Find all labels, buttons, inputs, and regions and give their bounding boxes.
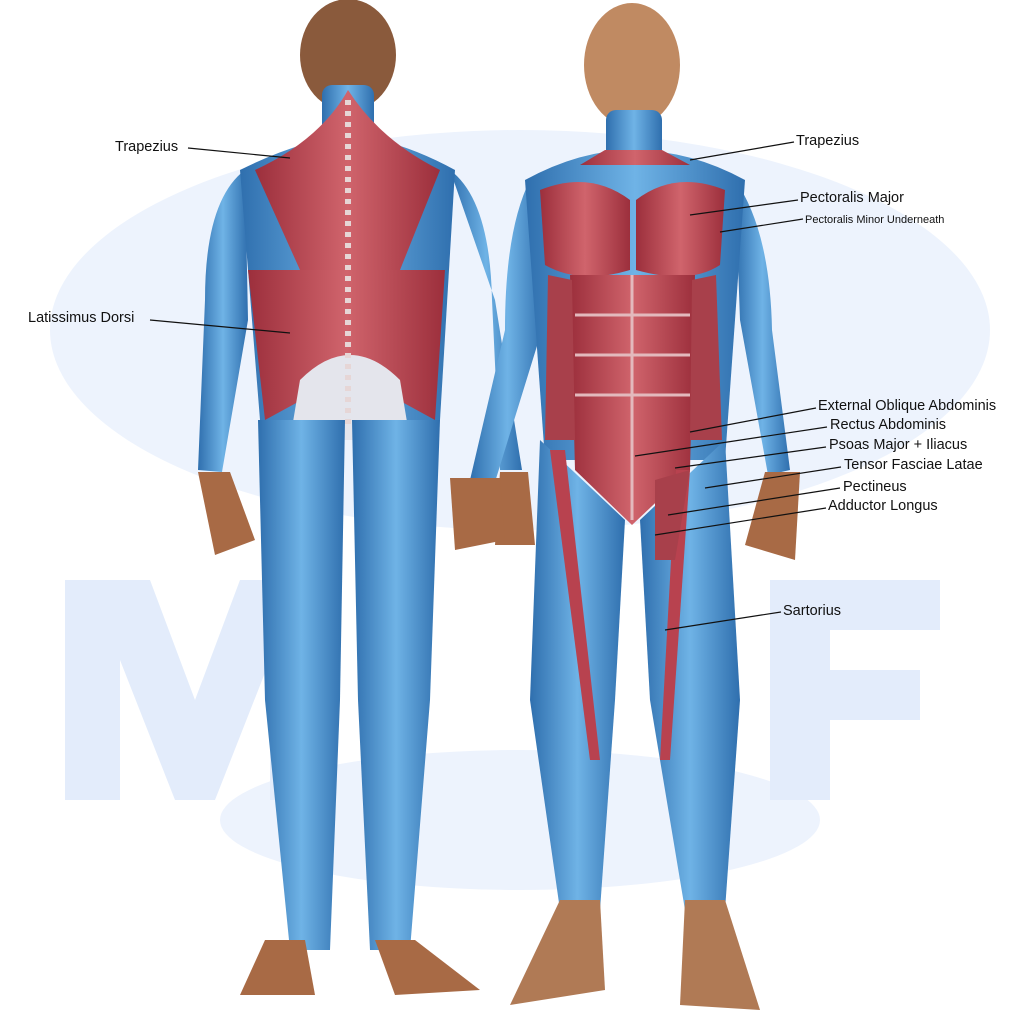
leader-lines — [149, 141, 842, 631]
external-oblique-muscle — [545, 275, 575, 440]
label-pectoralis-minor: Pectoralis Minor Underneath — [805, 214, 945, 226]
watermark-letter-m — [65, 580, 325, 800]
leader-line-pectineus — [667, 487, 841, 516]
leader-line-adductor — [654, 507, 827, 536]
adductor-muscle — [655, 470, 690, 560]
label-latissimus-dorsi: Latissimus Dorsi — [28, 310, 135, 326]
leader-line-latissimus — [149, 319, 291, 334]
back-view-figure — [198, 0, 535, 995]
label-pectoralis-major: Pectoralis Major — [800, 190, 904, 206]
head — [584, 3, 680, 127]
leader-line-ext-oblique — [689, 407, 817, 433]
front-trapezius-muscle — [580, 150, 690, 165]
label-psoas-iliacus: Psoas Major + Iliacus — [829, 437, 968, 453]
label-back-trapezius: Trapezius — [115, 139, 179, 155]
label-sartorius: Sartorius — [783, 603, 842, 619]
head — [300, 0, 396, 111]
label-rectus-abdominis: Rectus Abdominis — [830, 417, 947, 433]
leader-line-front-trapezius — [689, 141, 795, 161]
leader-line-pec-minor — [719, 218, 804, 233]
leader-line-rectus — [634, 426, 828, 457]
leader-line-tfl — [704, 466, 842, 489]
pectoralis-major-muscle — [540, 182, 630, 277]
leader-line-sartorius — [664, 611, 782, 631]
label-adductor-longus: Adductor Longus — [828, 498, 938, 514]
leader-line-back-trapezius — [187, 147, 291, 159]
leader-line-psoas — [674, 446, 827, 469]
label-pectineus: Pectineus — [843, 479, 907, 495]
watermark-letter-f — [770, 580, 940, 800]
label-front-trapezius: Trapezius — [796, 133, 860, 149]
front-view-figure — [450, 3, 800, 1010]
sartorius-muscle — [550, 450, 600, 760]
label-external-oblique: External Oblique Abdominis — [818, 398, 997, 414]
label-tensor-fasciae-latae: Tensor Fasciae Latae — [844, 457, 983, 473]
leader-line-pec-major — [689, 199, 799, 216]
